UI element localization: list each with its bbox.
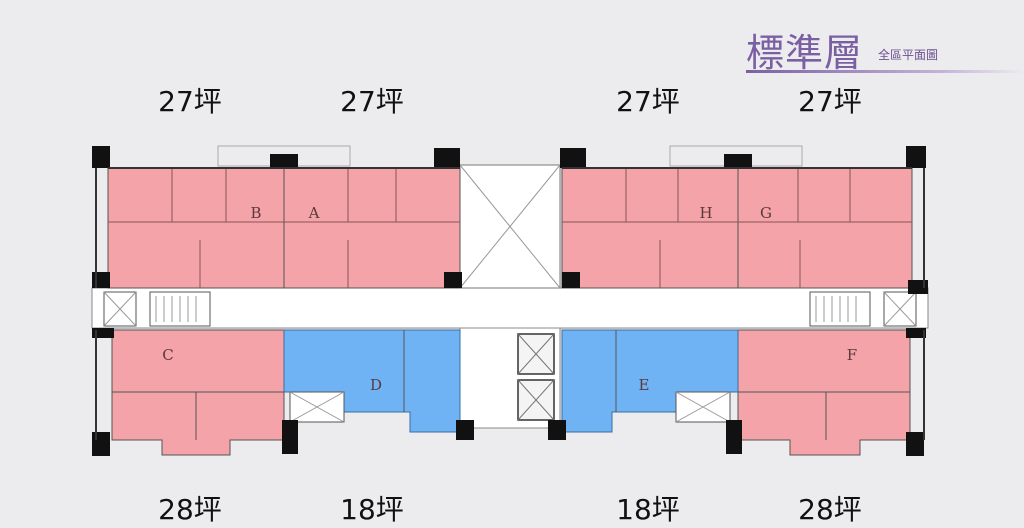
size-label-top-4: 27坪 — [798, 85, 862, 118]
unit-letter-e: E — [639, 376, 650, 394]
top-unit-room-lines — [108, 168, 912, 288]
size-label-bottom-2: 18坪 — [340, 493, 404, 526]
size-label-bottom-4: 28坪 — [798, 493, 862, 526]
unit-letter-h: H — [699, 204, 712, 222]
void-cross-2 — [459, 164, 561, 289]
size-label-bottom-3: 18坪 — [616, 493, 680, 526]
stair-treads — [103, 291, 917, 423]
unit-letter-c: C — [162, 346, 173, 364]
unit-letter-a: A — [308, 204, 320, 222]
unit-letter-g: G — [760, 204, 772, 222]
unit-letter-d: D — [370, 376, 382, 394]
unit-g — [737, 167, 913, 289]
page-title: 標準層 — [746, 31, 864, 75]
size-label-bottom-1: 28坪 — [158, 493, 222, 526]
page-subtitle: 全區平面圖 — [878, 48, 939, 62]
unit-a — [283, 167, 461, 289]
size-label-top-1: 27坪 — [158, 85, 222, 118]
title-underline — [746, 70, 1024, 73]
elevator-1-x2 — [517, 333, 555, 375]
corridor — [91, 287, 929, 329]
unit-h — [561, 167, 739, 289]
bottom-unit-room-lines — [112, 330, 910, 440]
unit-b — [107, 167, 285, 289]
unit-letter-b: B — [250, 204, 261, 222]
size-label-top-2: 27坪 — [340, 85, 404, 118]
unit-letter-f: F — [847, 346, 857, 364]
elevator-2-x2 — [517, 379, 555, 421]
size-label-top-3: 27坪 — [616, 85, 680, 118]
outer-walls — [95, 167, 925, 440]
